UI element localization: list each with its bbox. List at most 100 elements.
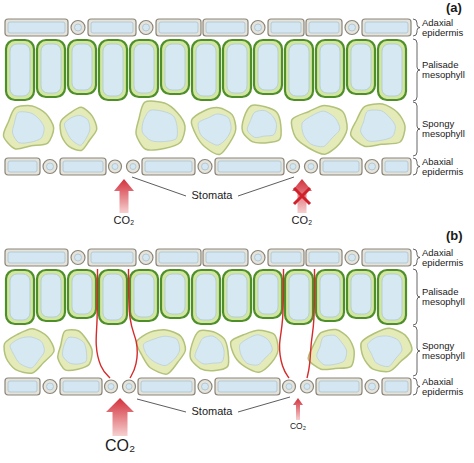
palisade-cell [223,270,251,321]
guard-cell-vacuole [112,164,118,170]
palisade-cell [285,270,313,324]
spongy-cell [136,101,185,150]
spongy-cell [291,106,347,155]
epidermis-cell [156,19,201,36]
palisade-cell [130,40,158,97]
palisade-cell [99,270,127,324]
guard-cell-vacuole [108,384,114,390]
leader-line [238,397,290,412]
palisade-cell [347,270,375,318]
round-cell-vacuole [75,254,82,261]
palisade-vacuole [165,44,185,90]
round-cell-vacuole [369,383,376,390]
epidermis-vacuole [145,161,192,172]
guard-cell-vacuole [286,384,292,390]
round-epidermal-cell [139,251,153,265]
palisade-vacuole [196,274,216,320]
palisade-vacuole [289,274,309,320]
guard-cell [123,380,136,393]
palisade-cell [99,40,127,100]
round-cell-vacuole [47,163,54,170]
palisade-vacuole [134,274,154,317]
epidermis-cell [268,249,304,266]
spongy-cell [137,330,186,374]
epidermis-vacuole [91,22,133,33]
palisade-cell [192,270,220,324]
spongy-cell [58,330,92,371]
palisade-vacuole [10,274,30,320]
palisade-vacuole [258,44,278,90]
palisade-cell [378,40,406,100]
round-cell-vacuole [143,24,150,31]
spongy-vacuole [12,112,44,143]
epidermis-cell [215,378,280,395]
epidermis-cell [138,378,195,395]
palisade-vacuole [134,44,154,93]
co2-arrow [292,179,312,213]
spongy-cell [242,105,281,143]
palisade-vacuole [258,274,278,314]
spongy-cell [308,329,354,369]
epidermis-cell [362,19,411,36]
palisade-vacuole [382,274,402,320]
epidermis-vacuole [206,252,245,263]
epidermis-vacuole [206,22,245,33]
cell-wall-highlight [307,269,315,378]
palisade-cell [161,270,189,318]
leader-line [238,177,294,196]
epidermis-vacuole [309,252,339,263]
spongy-vacuole [302,111,340,147]
panel-letter: (a) [446,1,462,15]
epidermis-vacuole [271,252,301,263]
guard-cell [283,380,296,393]
epidermis-cell [142,158,195,175]
round-cell-vacuole [255,24,262,31]
round-cell-vacuole [47,383,54,390]
palisade-cell [130,270,158,321]
epidermis-cell [382,158,411,175]
palisade-vacuole [103,44,123,96]
layer-label: Abaxial epidermis [422,377,472,397]
guard-cell-vacuole [304,384,310,390]
round-epidermal-cell [365,380,379,394]
epidermis-cell [320,158,362,175]
epidermis-cell [88,249,136,266]
co2-arrow [106,398,134,436]
spongy-cell [361,328,412,371]
epidermis-vacuole [323,161,359,172]
palisade-cell [254,40,282,94]
layer-bracket [413,249,420,266]
palisade-vacuole [382,44,402,96]
epidermis-vacuole [365,22,408,33]
spongy-cell [4,329,54,374]
co2-label: CO₂ [292,215,313,227]
epidermis-vacuole [8,252,65,263]
guard-cell [109,160,122,173]
palisade-cell [6,270,34,324]
round-cell-vacuole [349,254,356,261]
spongy-vacuole [63,337,87,364]
epidermis-vacuole [319,381,359,392]
round-epidermal-cell [71,21,85,35]
palisade-vacuole [320,274,340,317]
round-cell-vacuole [143,254,150,261]
spongy-cell [351,104,406,147]
epidermis-vacuole [385,161,408,172]
guard-cell [127,160,140,173]
palisade-vacuole [227,274,247,317]
palisade-vacuole [351,44,371,90]
layer-bracket [413,19,420,36]
round-epidermal-cell [251,251,265,265]
palisade-cell [285,40,313,100]
round-epidermal-cell [43,160,57,174]
palisade-cell [316,270,344,321]
cell-wall-highlight [280,269,289,378]
palisade-cell [192,40,220,100]
panel-letter: (b) [446,229,463,243]
blocked-cross [294,188,310,204]
round-epidermal-cell [139,21,153,35]
round-cell-vacuole [369,163,376,170]
epidermis-cell [88,19,136,36]
stomata-label: Stomata [192,190,233,202]
layer-label: Adaxial epidermis [422,18,472,38]
